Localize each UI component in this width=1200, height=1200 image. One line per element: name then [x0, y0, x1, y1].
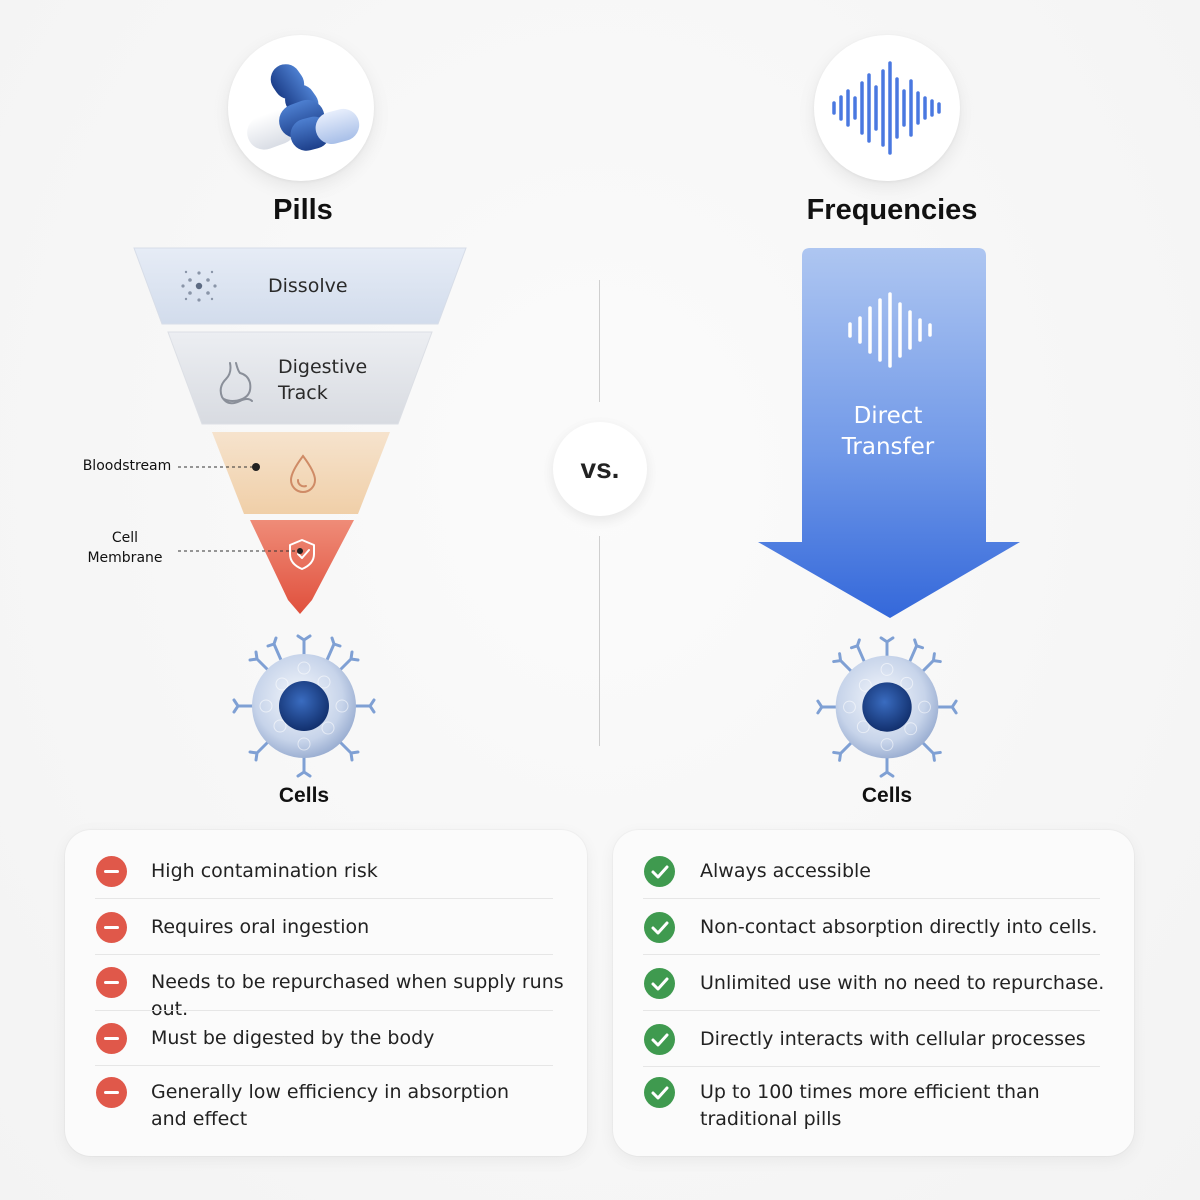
drop-icon — [289, 454, 317, 493]
vs-badge: vs. — [553, 422, 647, 516]
direct-transfer-label-line2: Transfer — [841, 434, 935, 460]
funnel-stage-bloodstream — [212, 432, 390, 514]
list-item-text: Requires oral ingestion — [151, 916, 370, 938]
pills-drawbacks-panel: High contamination risk Requires oral in… — [65, 830, 587, 1156]
list-item-text-line1: Generally low efficiency in absorption — [151, 1081, 510, 1103]
list-item-text: High contamination risk — [151, 860, 378, 882]
check-circle-icon — [644, 912, 675, 943]
stomach-icon — [219, 362, 253, 405]
cell-illustration-left — [232, 634, 376, 778]
digestive-label-line1: Digestive — [278, 356, 368, 378]
sound-wave-icon — [832, 61, 941, 155]
list-item-text: Non-contact absorption directly into cel… — [700, 916, 1098, 938]
cell-illustration-right — [816, 636, 958, 778]
shield-icon — [289, 539, 315, 570]
bloodstream-leader-line — [178, 463, 260, 471]
membrane-leader-line — [178, 548, 303, 554]
frequencies-benefits-panel: Always accessible Non-contact absorption… — [613, 830, 1134, 1156]
list-item-text-line2: traditional pills — [700, 1108, 842, 1130]
list-item-text: Unlimited use with no need to repurchase… — [700, 972, 1105, 994]
check-circle-icon — [644, 968, 675, 999]
minus-circle-icon — [96, 967, 127, 998]
pills-icon-circle — [228, 35, 374, 181]
check-circle-icon — [644, 1024, 675, 1055]
center-divider-bottom — [599, 536, 600, 746]
pills-title: Pills — [273, 194, 333, 226]
minus-circle-icon — [96, 856, 127, 887]
list-item-text: Directly interacts with cellular process… — [700, 1028, 1086, 1050]
check-circle-icon — [644, 856, 675, 887]
capsules-icon — [247, 64, 360, 151]
minus-circle-icon — [96, 912, 127, 943]
frequencies-icon-circle — [814, 35, 960, 181]
membrane-callout-line2: Membrane — [87, 550, 163, 566]
minus-circle-icon — [96, 1023, 127, 1054]
cells-label-left: Cells — [278, 784, 330, 807]
list-item-text: Always accessible — [700, 860, 871, 882]
dots-dissolve-icon — [181, 270, 217, 302]
row-divider — [643, 954, 1100, 955]
list-item-text: Needs to be repurchased when supply runs… — [151, 971, 564, 1020]
row-divider — [95, 898, 553, 899]
check-circle-icon — [644, 1077, 675, 1108]
cells-label-right: Cells — [861, 784, 913, 807]
list-item-text: Must be digested by the body — [151, 1027, 435, 1049]
row-divider — [643, 1010, 1100, 1011]
minus-circle-icon — [96, 1077, 127, 1108]
membrane-callout-line1: Cell — [111, 530, 139, 546]
dissolve-label: Dissolve — [268, 275, 348, 297]
pills-funnel — [133, 247, 467, 614]
row-divider — [95, 1065, 553, 1066]
row-divider — [643, 1066, 1100, 1067]
center-divider-top — [599, 280, 600, 402]
funnel-stage-membrane — [250, 520, 354, 614]
frequencies-title: Frequencies — [806, 194, 978, 226]
row-divider — [95, 954, 553, 955]
bloodstream-callout-label: Bloodstream — [82, 458, 172, 474]
list-item-text-line2: and effect — [151, 1108, 248, 1130]
funnel-stage-dissolve — [133, 247, 467, 325]
list-item-text-line1: Up to 100 times more efficient than — [700, 1081, 1040, 1103]
digestive-label-line2: Track — [278, 382, 328, 404]
direct-transfer-arrow — [758, 248, 1020, 618]
row-divider — [95, 1010, 553, 1011]
direct-transfer-label-line1: Direct — [853, 403, 923, 429]
row-divider — [643, 898, 1100, 899]
arrow-wave-icon — [848, 292, 932, 368]
